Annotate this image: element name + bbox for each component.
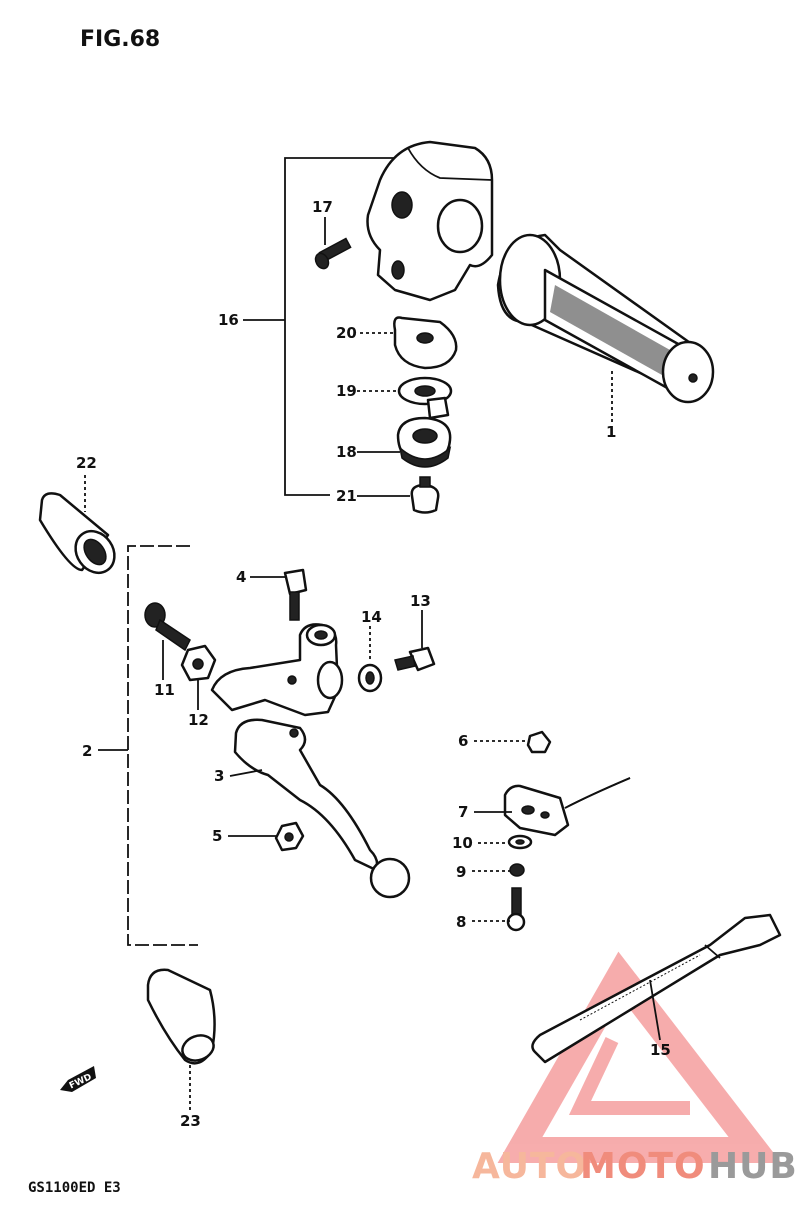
bolt-4 <box>283 568 308 621</box>
washer-10 <box>507 834 533 850</box>
callout-14: 14 <box>361 608 382 626</box>
callout-20: 20 <box>336 324 357 342</box>
callout-7: 7 <box>458 803 468 821</box>
watermark-part-b: MOTO <box>580 1146 706 1187</box>
callout-18: 18 <box>336 443 357 461</box>
callout-13: 13 <box>410 592 431 610</box>
callout-10: 10 <box>452 834 473 852</box>
callout-21: 21 <box>336 487 357 505</box>
switch-housing <box>366 140 494 302</box>
callout-3: 3 <box>214 767 224 785</box>
callout-6: 6 <box>458 732 468 750</box>
boot-22 <box>38 492 116 575</box>
washer-14 <box>357 663 383 693</box>
screw-17 <box>314 237 352 270</box>
bracket-2 <box>98 545 198 946</box>
boot-23 <box>146 968 216 1065</box>
callout-22: 22 <box>76 454 97 472</box>
leader-lines <box>84 217 661 1110</box>
lever-holder <box>210 623 344 717</box>
callout-4: 4 <box>236 568 246 586</box>
callout-2: 2 <box>82 742 92 760</box>
callout-23: 23 <box>180 1112 201 1130</box>
lockwasher-9 <box>509 863 525 877</box>
callout-labels: 1 2 3 4 5 6 7 8 9 10 11 12 13 14 15 16 1… <box>76 198 671 1130</box>
callout-9: 9 <box>456 863 466 881</box>
callout-17: 17 <box>312 198 333 216</box>
collar-18 <box>396 416 452 468</box>
nut-6 <box>526 730 552 754</box>
callout-15: 15 <box>650 1041 671 1059</box>
nut-5 <box>274 821 305 852</box>
callout-16: 16 <box>218 311 239 329</box>
watermark-part-a: AUTO <box>472 1146 587 1187</box>
screw-8 <box>506 887 526 932</box>
callout-1: 1 <box>606 423 616 441</box>
grip <box>496 233 715 404</box>
bolt-11 <box>144 602 191 652</box>
fwd-arrow: FWD <box>60 1066 96 1092</box>
callout-19: 19 <box>336 382 357 400</box>
callout-11: 11 <box>154 681 175 699</box>
collar-20 <box>393 316 458 370</box>
bracket-16 <box>243 157 395 496</box>
callout-12: 12 <box>188 711 209 729</box>
screw-21 <box>410 476 440 514</box>
switch-7 <box>503 777 631 837</box>
washer-19 <box>397 376 453 420</box>
watermark-text: AUTO MOTO HUB <box>472 1146 798 1187</box>
strap-15 <box>531 913 782 1064</box>
model-code: GS1100ED E3 <box>28 1180 121 1196</box>
watermark-part-c: HUB <box>708 1146 798 1187</box>
watermark-logo <box>497 951 782 1163</box>
bolt-13 <box>394 646 436 672</box>
lever-3 <box>233 718 411 899</box>
callout-8: 8 <box>456 913 466 931</box>
figure-title: FIG.68 <box>80 27 160 52</box>
nut-12 <box>180 644 217 682</box>
callout-5: 5 <box>212 827 222 845</box>
